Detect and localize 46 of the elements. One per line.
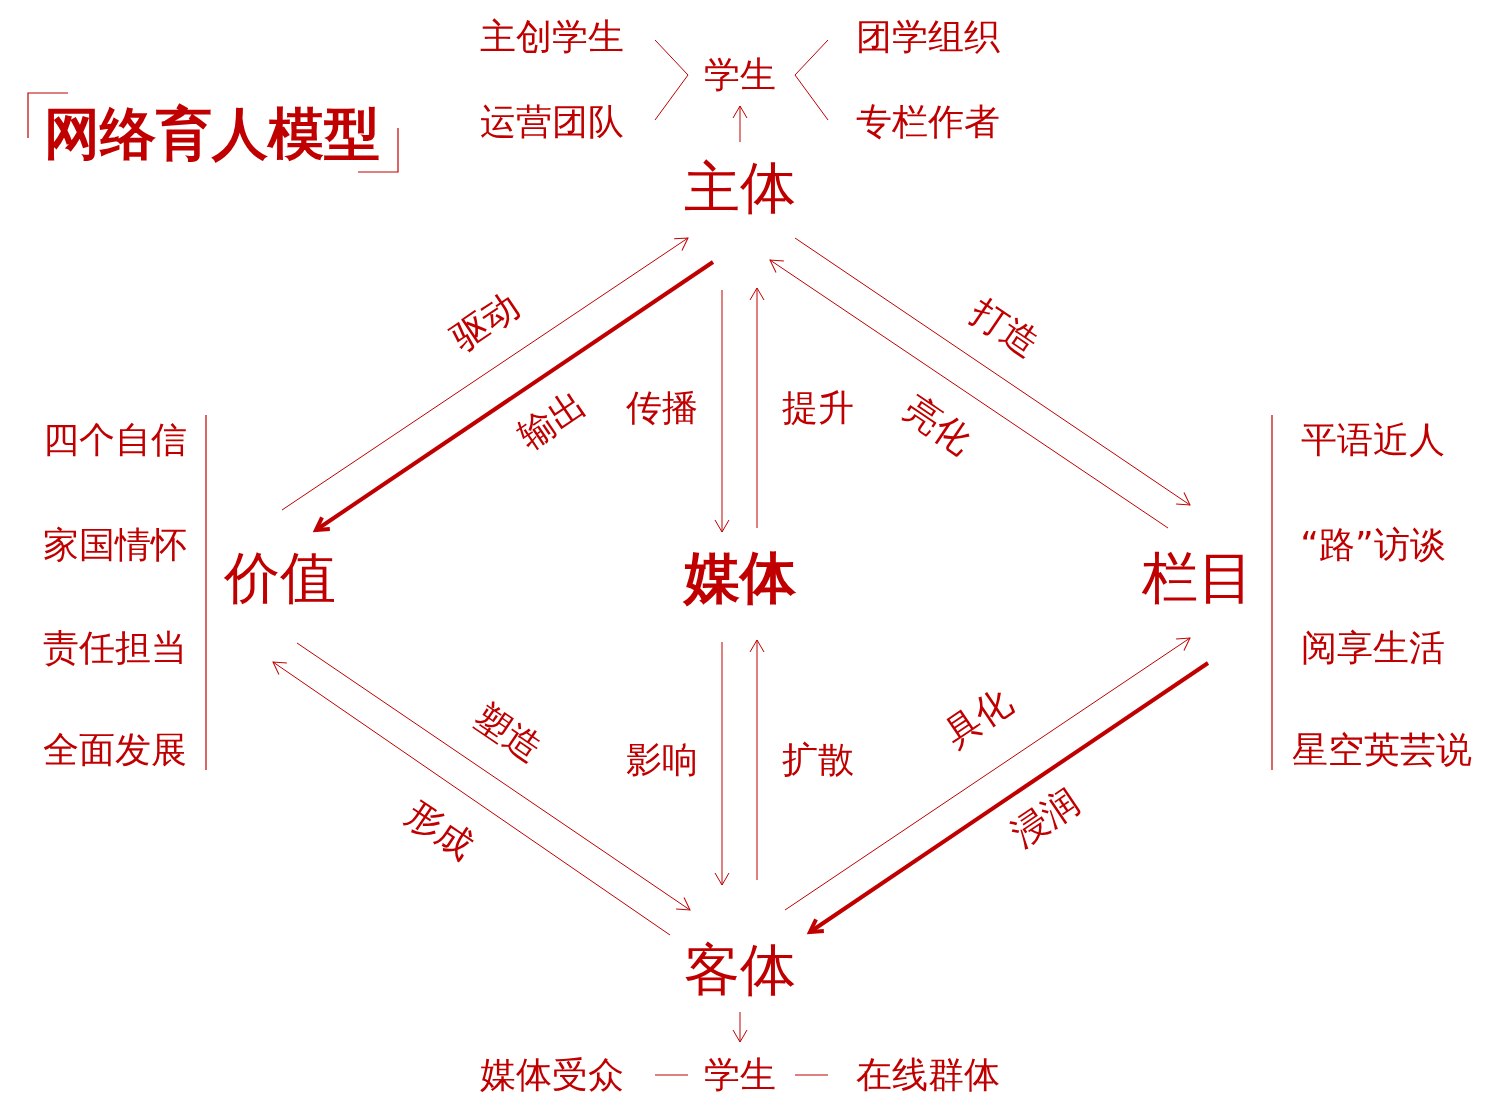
arrow	[272, 661, 671, 936]
connector-line	[654, 74, 689, 121]
item-label: 运营团队	[480, 102, 624, 142]
edge-label: 影响	[626, 740, 698, 780]
thick-arrow	[808, 661, 1210, 934]
arrow	[281, 237, 689, 511]
edge-label: 传播	[626, 388, 698, 428]
item-label: 责任担当	[43, 628, 187, 668]
arrow	[784, 637, 1191, 911]
connector-line	[654, 39, 689, 76]
core-label: 主体	[684, 157, 796, 219]
item-label: 学生	[704, 55, 776, 95]
core-label: 价值	[224, 547, 336, 609]
connector-line	[794, 74, 829, 121]
connector-line	[654, 1074, 689, 1076]
thick-arrow	[314, 260, 715, 532]
item-label: 在线群体	[856, 1055, 1000, 1095]
arrow	[732, 1011, 748, 1043]
arrow	[714, 289, 730, 533]
arrow	[296, 642, 691, 911]
arrow	[794, 237, 1191, 506]
edge-label: 提升	[782, 388, 854, 428]
item-label: 团学组织	[856, 17, 1000, 57]
arrow	[749, 287, 765, 529]
core-label: 客体	[684, 939, 796, 1001]
core-label: 媒体	[684, 547, 796, 609]
connector-line	[794, 1074, 829, 1076]
edge-label: 扩散	[782, 740, 854, 780]
item-label: 全面发展	[43, 730, 187, 770]
arrow	[749, 639, 765, 881]
item-label: 主创学生	[480, 17, 624, 57]
connector-line	[794, 39, 829, 76]
core-label: 栏目	[1142, 547, 1254, 609]
title: 网络育人模型	[44, 103, 380, 165]
item-label: 学生	[704, 1055, 776, 1095]
item-label: “路”访谈	[1300, 525, 1446, 565]
item-label: 星空英芸说	[1292, 730, 1472, 770]
arrow	[769, 259, 1169, 529]
item-label: 专栏作者	[856, 102, 1000, 142]
item-label: 阅享生活	[1301, 628, 1445, 668]
item-label: 媒体受众	[480, 1055, 624, 1095]
item-label: 四个自信	[43, 420, 187, 460]
arrow	[732, 105, 748, 143]
item-label: 家国情怀	[43, 525, 187, 565]
arrow	[714, 641, 730, 886]
item-label: 平语近人	[1301, 420, 1445, 460]
